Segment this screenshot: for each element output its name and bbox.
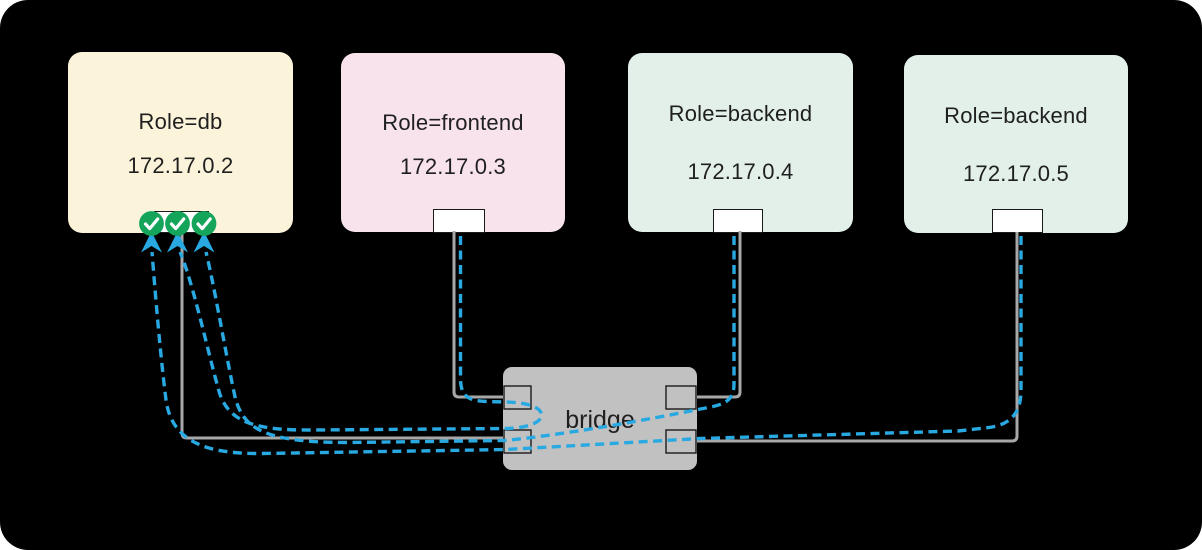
container-ip-label: 172.17.0.5 xyxy=(963,161,1069,186)
network-port-backend-2 xyxy=(992,209,1043,233)
container-ip-label: 172.17.0.2 xyxy=(127,153,234,178)
network-port-backend-1 xyxy=(713,209,763,233)
network-port-frontend xyxy=(433,209,485,233)
container-role-label: Role=backend xyxy=(668,101,813,126)
container-role-label: Role=db xyxy=(138,109,223,134)
bridge-node: bridge xyxy=(503,367,697,470)
bridge-port-right-bottom xyxy=(665,429,697,454)
flow-path-backend-2-to-db xyxy=(150,236,1023,456)
flow-path-backend-1-to-db xyxy=(204,236,736,445)
container-node-backend-2: Role=backend 172.17.0.5 xyxy=(904,55,1128,233)
link-line-backend-2 xyxy=(696,232,1019,443)
bridge-port-right-top xyxy=(665,385,697,410)
bridge-label: bridge xyxy=(565,406,635,434)
flow-arrowhead xyxy=(193,231,215,253)
container-ip-label: 172.17.0.3 xyxy=(400,154,506,179)
flow-arrowhead xyxy=(141,231,162,253)
bridge-port-left-top xyxy=(503,385,532,410)
link-line-frontend xyxy=(452,231,505,399)
container-ip-label: 172.17.0.4 xyxy=(687,159,794,184)
bridge-box xyxy=(503,367,697,470)
network-port-db xyxy=(154,211,209,233)
link-line-db xyxy=(180,232,504,440)
container-role-label: Role=backend xyxy=(944,103,1088,128)
container-node-frontend: Role=frontend 172.17.0.3 xyxy=(341,53,565,232)
container-node-backend-1: Role=backend 172.17.0.4 xyxy=(628,53,853,232)
container-node-db: Role=db 172.17.0.2 xyxy=(68,52,293,233)
flow-path-frontend-to-db xyxy=(178,236,544,432)
bridge-port-left-bottom xyxy=(503,429,532,454)
container-role-label: Role=frontend xyxy=(382,110,524,135)
link-line-backend-1 xyxy=(696,231,742,399)
flow-arrowhead xyxy=(167,231,188,253)
